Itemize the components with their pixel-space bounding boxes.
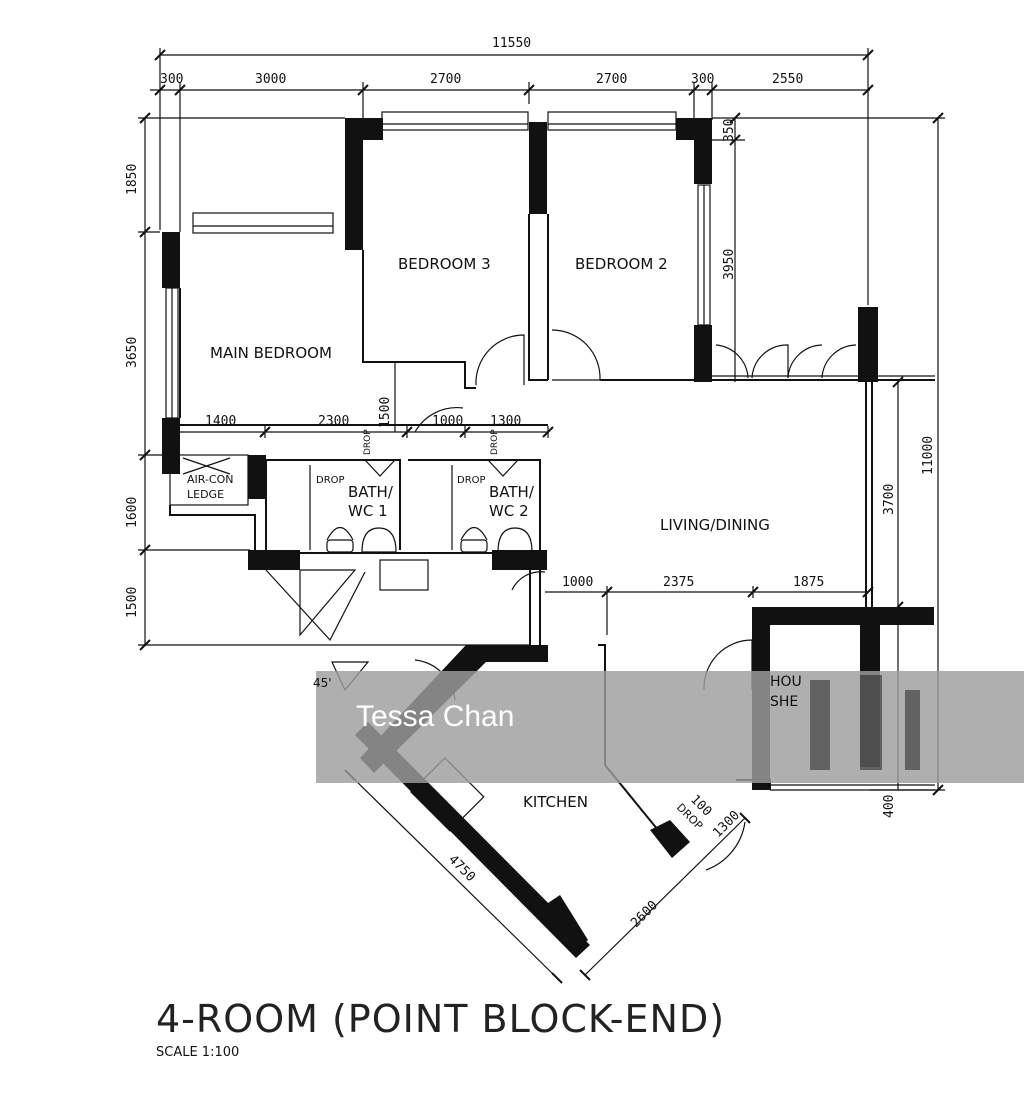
label-drop-2: DROP — [490, 429, 500, 455]
label-shelter-1: HOU — [770, 674, 802, 690]
dim-400: 400 — [882, 795, 897, 818]
label-bedroom-3: BEDROOM 3 — [398, 255, 491, 273]
plan-title: 4-ROOM (POINT BLOCK-END) — [156, 997, 725, 1041]
dim-1850: 1850 — [125, 164, 140, 195]
watermark: Tessa Chan — [356, 700, 514, 733]
label-living-dining: LIVING/DINING — [660, 516, 770, 534]
dim-1400: 1400 — [205, 414, 236, 429]
dim-3700: 3700 — [882, 484, 897, 515]
angle-label: 45' — [313, 676, 332, 690]
label-drop-3: DROP — [316, 475, 345, 486]
dim-2300: 2300 — [318, 414, 349, 429]
dim-1000a: 1000 — [432, 414, 463, 429]
watermark-logo — [810, 675, 920, 770]
label-aircon-ledge-1: AIR-CON — [187, 473, 234, 486]
dim-1500b: 1500 — [378, 397, 393, 428]
dim-1600: 1600 — [125, 497, 140, 528]
dim-3950: 3950 — [722, 249, 737, 280]
doors — [331, 329, 857, 871]
dim-3650: 3650 — [125, 337, 140, 368]
dim-3000: 3000 — [255, 72, 286, 87]
dim-2550: 2550 — [772, 72, 803, 87]
label-bedroom-2: BEDROOM 2 — [575, 255, 668, 273]
dimension-labels: 11550 300 3000 2700 2700 300 2550 1850 3… — [125, 36, 936, 931]
dim-1300a: 1300 — [490, 414, 521, 429]
label-bath-2a: BATH/ — [489, 483, 535, 501]
label-bath-2b: WC 2 — [489, 502, 529, 520]
dim-11000: 11000 — [921, 436, 936, 475]
dim-350: 350 — [722, 119, 737, 142]
label-drop-1: DROP — [363, 429, 373, 455]
dim-2700b: 2700 — [596, 72, 627, 87]
dim-2375: 2375 — [663, 575, 694, 590]
label-main-bedroom: MAIN BEDROOM — [210, 344, 332, 362]
dim-total-width: 11550 — [492, 36, 531, 51]
label-shelter-2: SHE — [770, 694, 798, 710]
room-labels: BEDROOM 3 BEDROOM 2 MAIN BEDROOM AIR-CON… — [187, 255, 802, 811]
interior-lines — [169, 214, 935, 832]
dim-2600: 2600 — [628, 898, 661, 931]
dim-1500: 1500 — [125, 587, 140, 618]
label-kitchen: KITCHEN — [523, 793, 588, 811]
dim-300b: 300 — [691, 72, 714, 87]
dim-2700a: 2700 — [430, 72, 461, 87]
dim-4750: 4750 — [445, 852, 478, 885]
label-drop-4: DROP — [457, 475, 486, 486]
fixtures — [326, 459, 533, 553]
dim-300a: 300 — [160, 72, 183, 87]
label-aircon-ledge-2: LEDGE — [187, 488, 224, 501]
label-bath-1b: WC 1 — [348, 502, 388, 520]
label-bath-1a: BATH/ — [348, 483, 394, 501]
dim-1000b: 1000 — [562, 575, 593, 590]
dim-1875: 1875 — [793, 575, 824, 590]
plan-scale: SCALE 1:100 — [156, 1045, 239, 1060]
